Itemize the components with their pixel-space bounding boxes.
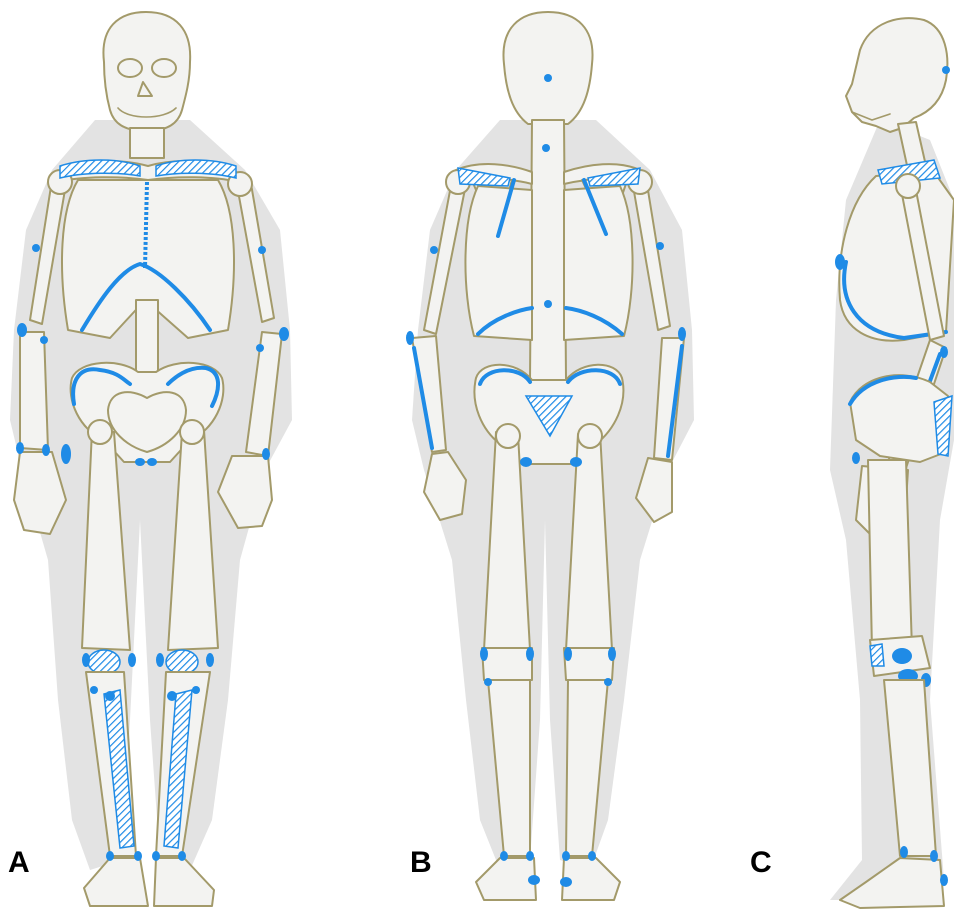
front-left-forearm xyxy=(20,332,48,450)
front-right-hip-joint xyxy=(180,420,204,444)
front-landmark-point xyxy=(156,653,164,667)
front-landmark-point xyxy=(105,691,115,701)
back-landmark-point xyxy=(678,327,686,341)
side-view-figure xyxy=(830,18,954,908)
back-skull xyxy=(503,12,592,124)
back-landmark-point xyxy=(544,300,552,308)
front-landmark-point xyxy=(135,458,145,466)
front-neck xyxy=(130,128,164,158)
side-landmark-point xyxy=(852,452,860,464)
back-landmark-point xyxy=(430,246,438,254)
front-landmark-point xyxy=(206,653,214,667)
front-landmark-point xyxy=(256,344,264,352)
side-landmark-point xyxy=(930,850,938,862)
back-left-knee xyxy=(482,648,532,680)
view-label-a: A xyxy=(8,846,30,880)
back-landmark-point xyxy=(564,647,572,661)
front-landmark-point xyxy=(192,686,200,694)
front-left-hip-joint xyxy=(88,420,112,444)
front-spine xyxy=(136,300,158,380)
back-landmark-point xyxy=(484,678,492,686)
side-patella-hatch xyxy=(870,644,884,666)
front-skull xyxy=(103,12,190,132)
front-landmark-point xyxy=(61,444,71,464)
front-view-figure xyxy=(10,12,292,906)
front-eye-socket-left xyxy=(118,59,142,77)
view-label-c: C xyxy=(750,846,772,880)
view-label-b: B xyxy=(410,846,432,880)
front-landmark-point xyxy=(262,448,270,460)
front-landmark-point xyxy=(152,851,160,861)
front-landmark-point xyxy=(42,444,50,456)
back-landmark-point xyxy=(544,74,552,82)
side-landmark-point xyxy=(900,846,908,858)
front-landmark-point xyxy=(90,686,98,694)
back-landmark-point xyxy=(520,457,532,467)
front-eye-socket-right xyxy=(152,59,176,77)
front-landmark-point xyxy=(128,653,136,667)
back-view-figure xyxy=(406,12,694,900)
back-landmark-point xyxy=(526,647,534,661)
front-landmark-point xyxy=(147,458,157,466)
front-landmark-point xyxy=(106,851,114,861)
front-landmark-point xyxy=(17,323,27,337)
back-landmark-point xyxy=(570,457,582,467)
side-femur xyxy=(868,460,912,650)
front-landmark-point xyxy=(178,851,186,861)
back-landmark-point xyxy=(560,877,572,887)
back-landmark-point xyxy=(656,242,664,250)
back-landmark-point xyxy=(604,678,612,686)
back-landmark-point xyxy=(562,851,570,861)
back-landmark-point xyxy=(542,144,550,152)
back-landmark-point xyxy=(406,331,414,345)
back-landmark-point xyxy=(500,851,508,861)
side-landmark-point xyxy=(835,254,845,270)
front-landmark-point xyxy=(167,691,177,701)
back-landmark-point xyxy=(608,647,616,661)
front-landmark-point xyxy=(82,653,90,667)
side-landmark-point xyxy=(942,66,950,74)
back-left-hip-joint xyxy=(496,424,520,448)
back-landmark-point xyxy=(480,647,488,661)
side-landmark-point xyxy=(940,874,948,886)
side-shoulder-joint xyxy=(896,174,920,198)
side-landmark-point xyxy=(892,648,912,664)
back-right-hip-joint xyxy=(578,424,602,448)
front-landmark-point xyxy=(32,244,40,252)
front-landmark-point xyxy=(279,327,289,341)
front-right-foot xyxy=(154,858,214,906)
front-right-patella xyxy=(166,650,198,674)
back-spine xyxy=(530,120,566,380)
side-landmark-point xyxy=(940,346,948,358)
back-landmark-point xyxy=(528,875,540,885)
front-landmark-point xyxy=(16,442,24,454)
front-landmark-point xyxy=(258,246,266,254)
back-landmark-point xyxy=(526,851,534,861)
front-landmark-point xyxy=(40,336,48,344)
back-left-foot xyxy=(476,858,536,900)
back-landmark-point xyxy=(588,851,596,861)
front-landmark-point xyxy=(134,851,142,861)
front-left-patella xyxy=(88,650,120,674)
